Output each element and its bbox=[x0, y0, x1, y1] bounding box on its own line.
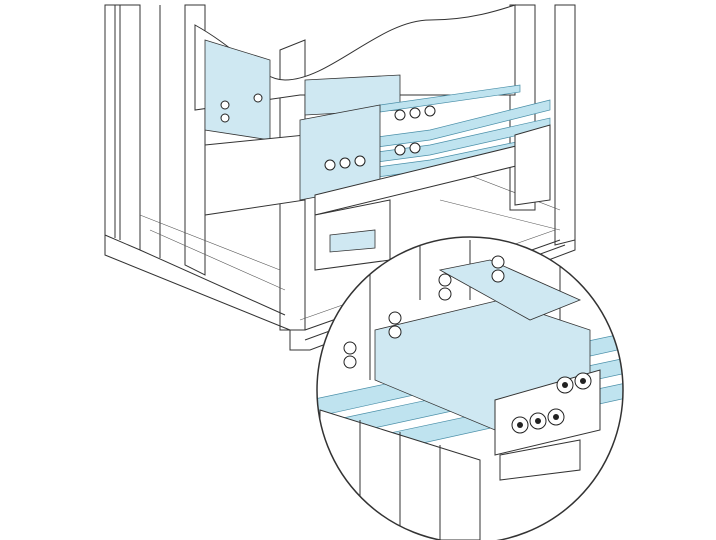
detail-bolts bbox=[343, 255, 592, 434]
bolts-upper bbox=[324, 105, 436, 171]
rear-panel bbox=[194, 4, 516, 141]
detail-magnifier bbox=[316, 236, 624, 540]
busbar-housing bbox=[204, 104, 551, 271]
